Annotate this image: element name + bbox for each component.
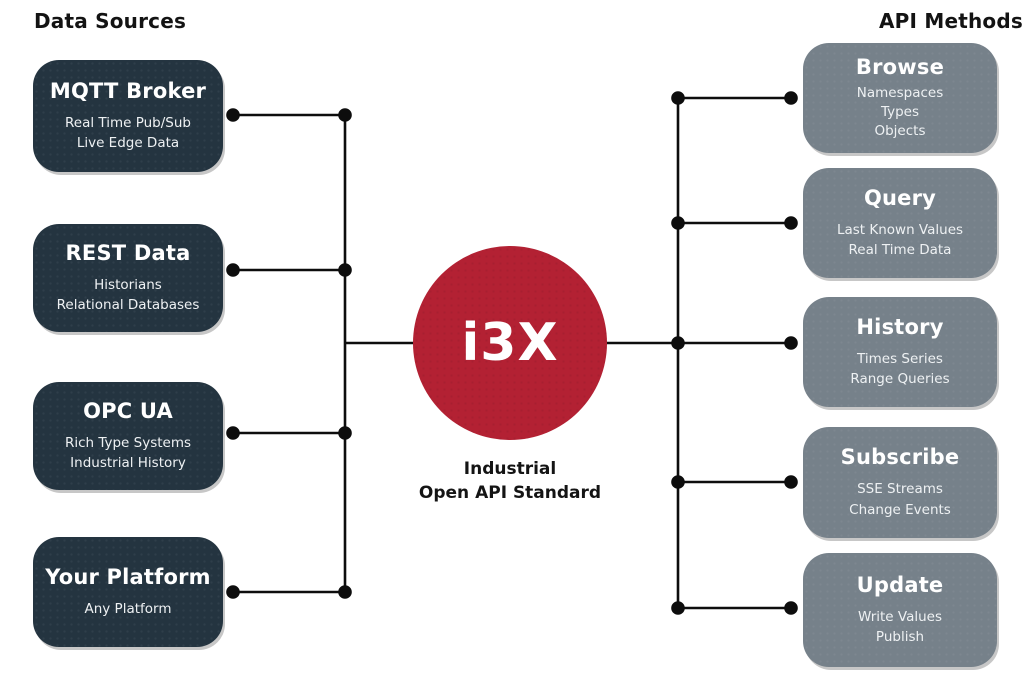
data-sources-heading: Data Sources (34, 9, 187, 33)
subtitle-line: Live Edge Data (76, 135, 180, 151)
box-subtitle: SSE Streams Change Events (849, 479, 951, 520)
wire-lines (233, 96, 791, 610)
i3x-hub-circle: i3X (413, 246, 607, 440)
box-subtitle: Times Series Range Queries (850, 349, 949, 390)
subtitle-line: Write Values (857, 608, 943, 625)
box-title: History (856, 314, 944, 339)
method-box-update: Update Write Values Publish (803, 553, 997, 667)
box-title: OPC UA (83, 398, 173, 423)
subtitle-line: Range Queries (850, 371, 950, 387)
box-subtitle: Historians Relational Databases (57, 275, 200, 316)
subtitle-line: Types (880, 104, 920, 121)
box-subtitle: Any Platform (84, 599, 171, 619)
box-subtitle: Last Known Values Real Time Data (837, 220, 963, 261)
source-box-rest-data: REST Data Historians Relational Database… (33, 224, 223, 332)
method-box-history: History Times Series Range Queries (803, 297, 997, 407)
caption-line: Industrial (463, 459, 557, 479)
box-title: Subscribe (840, 445, 960, 470)
api-methods-heading: API Methods (879, 9, 1023, 33)
box-title: Query (863, 185, 937, 210)
subtitle-line: Change Events (849, 501, 951, 518)
source-box-opc-ua: OPC UA Rich Type Systems Industrial Hist… (33, 382, 223, 490)
subtitle-line: Real Time Data (848, 242, 952, 258)
subtitle-line: Relational Databases (56, 297, 200, 313)
caption-line: Open API Standard (418, 482, 602, 503)
subtitle-line: SSE Streams (857, 481, 943, 498)
subtitle-line: Rich Type Systems (64, 434, 192, 451)
subtitle-line: Historians (94, 276, 162, 293)
subtitle-line: Last Known Values (836, 221, 964, 238)
method-box-subscribe: Subscribe SSE Streams Change Events (803, 427, 997, 538)
method-box-browse: Browse Namespaces Types Objects (803, 43, 997, 153)
subtitle-line: Namespaces (856, 85, 944, 102)
box-title: MQTT Broker (49, 78, 207, 103)
box-title: Update (856, 572, 944, 597)
method-box-query: Query Last Known Values Real Time Data (803, 168, 997, 278)
subtitle-line: Objects (874, 122, 926, 139)
subtitle-line: Real Time Pub/Sub (65, 114, 191, 131)
i3x-logo-text: i3X (461, 313, 559, 373)
box-subtitle: Write Values Publish (858, 607, 942, 648)
subtitle-line: Publish (875, 629, 925, 645)
box-subtitle: Namespaces Types Objects (857, 84, 943, 141)
subtitle-line: Times Series (857, 350, 943, 367)
wire-junction-dots (226, 91, 798, 615)
box-title: REST Data (65, 240, 191, 265)
source-box-your-platform: Your Platform Any Platform (33, 537, 223, 647)
box-title: Browse (855, 55, 945, 80)
box-subtitle: Real Time Pub/Sub Live Edge Data (65, 113, 191, 154)
box-title: Your Platform (45, 564, 211, 589)
hub-caption: Industrial Open API Standard (360, 458, 660, 506)
box-subtitle: Rich Type Systems Industrial History (65, 433, 191, 474)
subtitle-line: Any Platform (84, 600, 172, 617)
subtitle-line: Industrial History (70, 455, 186, 471)
source-box-mqtt-broker: MQTT Broker Real Time Pub/Sub Live Edge … (33, 60, 223, 172)
